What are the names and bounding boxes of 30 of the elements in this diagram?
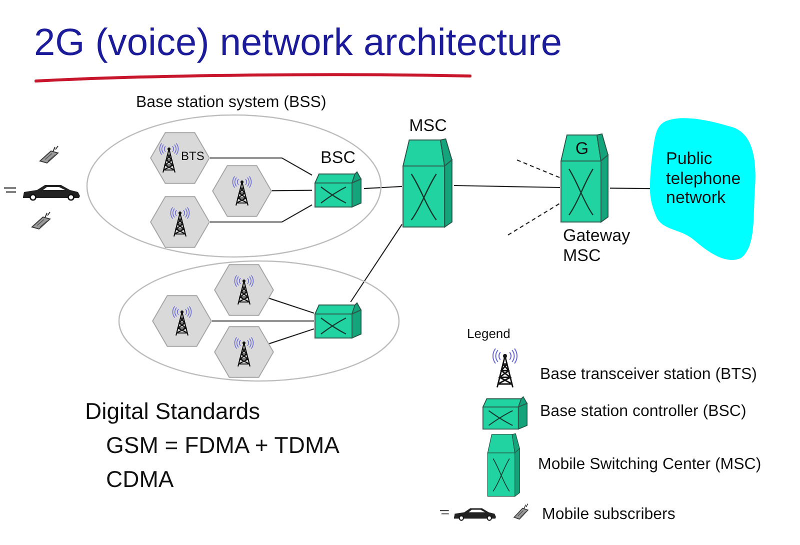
- slide-title: 2G (voice) network architecture: [34, 22, 562, 66]
- connector-line: [350, 224, 402, 302]
- dashed-line: [516, 160, 560, 178]
- node-label: Public telephone network: [666, 149, 742, 208]
- connector-line: [610, 188, 650, 190]
- list-item: GSM = FDMA + TDMA: [106, 432, 340, 458]
- legend-label: Mobile subscribers: [542, 506, 676, 524]
- node-label: BSC: [320, 148, 356, 168]
- connector-line: [269, 328, 314, 344]
- connector-line: [269, 298, 314, 314]
- list-heading: Digital Standards: [85, 398, 260, 424]
- connector-line: [272, 190, 312, 192]
- connector-line: [210, 204, 312, 223]
- legend-heading: Legend: [467, 327, 510, 342]
- node-label: G: [574, 139, 590, 159]
- node-label: MSC: [408, 116, 448, 136]
- dashed-line: [508, 202, 560, 236]
- mobile-phone-icon: [36, 144, 62, 164]
- list-item: CDMA: [106, 466, 174, 492]
- connector-line: [364, 186, 402, 190]
- connector-line: [210, 157, 312, 176]
- legend-label: Mobile Switching Center (MSC): [538, 456, 762, 474]
- mobile-phone-icon: [28, 210, 54, 230]
- legend-label: Base transceiver station (BTS): [540, 366, 757, 384]
- legend-label: Base station controller (BSC): [540, 403, 746, 422]
- group-heading: Base station system (BSS): [136, 94, 326, 112]
- node-label: BTS: [181, 150, 204, 164]
- node-caption: Gateway MSC: [563, 226, 632, 266]
- connector-line: [212, 320, 314, 322]
- connector-line: [454, 184, 560, 188]
